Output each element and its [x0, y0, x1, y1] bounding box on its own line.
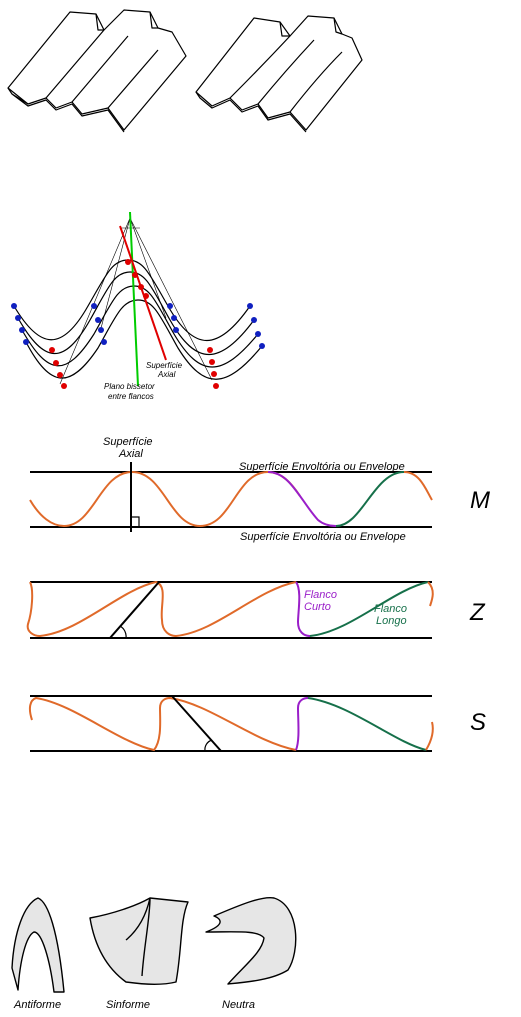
- z-profile: Flanco Curto Flanco Longo Z: [28, 582, 486, 638]
- hinge-point: [49, 347, 55, 353]
- inflection-point: [259, 343, 265, 349]
- axial-surface-line: [120, 226, 166, 360]
- z-wave: [28, 582, 296, 636]
- m-wave-short-limb: [268, 472, 336, 526]
- s-wave-short-limb: [296, 698, 308, 750]
- z-type-label: Z: [469, 599, 486, 626]
- s-angle-mark: [205, 740, 212, 751]
- inflection-point: [173, 327, 179, 333]
- hinge-point: [211, 371, 217, 377]
- hinge-point: [57, 372, 63, 378]
- axial-label-line2: Axial: [157, 370, 176, 379]
- inflection-point: [23, 339, 29, 345]
- long-limb-label-line1: Flanco: [374, 603, 407, 615]
- bisector-plane-line: [130, 212, 138, 386]
- s-axial-surface-line: [172, 696, 221, 751]
- axial-surface-diagram: Superfície Axial Plano bissetor entre fl…: [11, 212, 265, 401]
- hinge-point: [61, 383, 67, 389]
- fold-layer-3: [22, 286, 258, 367]
- bisector-label-line1: Plano bissetor: [104, 382, 155, 391]
- hinge-point: [143, 293, 149, 299]
- inflection-point: [95, 317, 101, 323]
- m-wave-long-limb: [336, 472, 404, 526]
- inflection-point: [91, 303, 97, 309]
- inflection-point: [19, 327, 25, 333]
- inflection-point: [255, 331, 261, 337]
- inflection-point: [251, 317, 257, 323]
- z-angle-mark: [120, 626, 126, 638]
- non-cylindrical-fold-sketch: [196, 16, 362, 132]
- synform-sketch: [90, 898, 188, 984]
- m-axial-label-line2: Axial: [118, 448, 143, 460]
- s-type-label: S: [470, 709, 486, 736]
- fold-layer-4: [26, 300, 262, 379]
- axial-label-line1: Superfície: [146, 361, 183, 370]
- hinge-point: [213, 383, 219, 389]
- m-wave-end: [404, 472, 432, 500]
- hinge-point: [132, 272, 138, 278]
- hinge-point: [53, 360, 59, 366]
- envelope-top-label: Superfície Envoltória ou Envelope: [239, 461, 405, 473]
- inflection-point: [11, 303, 17, 309]
- hinge-point: [207, 347, 213, 353]
- inflection-point: [15, 315, 21, 321]
- hinge-point: [138, 284, 144, 290]
- s-wave-long-limb: [308, 698, 426, 750]
- cylindrical-fold-sketch: [8, 10, 186, 132]
- neutral-sketch: [206, 898, 296, 984]
- bisector-label-line2: entre flancos: [108, 392, 154, 401]
- synform-label: Sinforme: [106, 999, 150, 1011]
- long-limb-label-line2: Longo: [376, 615, 407, 627]
- s-wave-end: [426, 722, 433, 750]
- s-profile: S: [30, 696, 486, 751]
- antiform-sketch: [12, 898, 64, 992]
- inflection-points: [11, 303, 265, 349]
- envelope-bottom-label: Superfície Envoltória ou Envelope: [240, 531, 406, 543]
- inflection-point: [247, 303, 253, 309]
- m-axial-label-line1: Superfície: [103, 436, 153, 448]
- z-wave-end: [428, 582, 433, 606]
- hinge-point: [125, 259, 131, 265]
- inflection-point: [171, 315, 177, 321]
- short-limb-label-line1: Flanco: [304, 589, 337, 601]
- m-wave: [30, 472, 300, 526]
- m-right-angle-mark: [131, 517, 139, 527]
- m-type-label: M: [470, 487, 490, 514]
- hinge-point: [209, 359, 215, 365]
- inflection-point: [98, 327, 104, 333]
- s-wave: [30, 698, 296, 750]
- m-profile: Superfície Axial Superfície Envoltória o…: [30, 436, 490, 543]
- inflection-point: [101, 339, 107, 345]
- neutral-label: Neutra: [222, 999, 255, 1011]
- inflection-point: [167, 303, 173, 309]
- antiform-label: Antiforme: [13, 999, 61, 1011]
- short-limb-label-line2: Curto: [304, 601, 331, 613]
